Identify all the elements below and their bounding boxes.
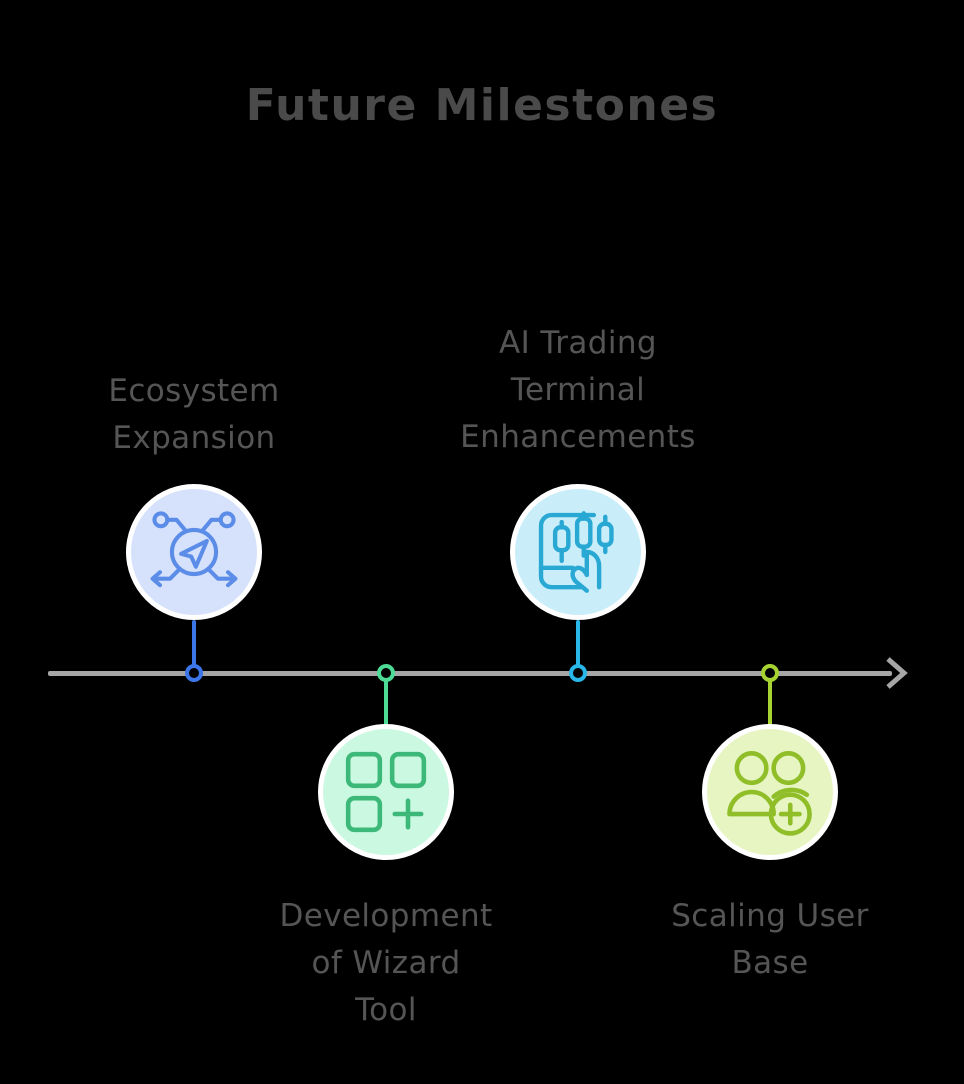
milestone-stem <box>192 620 196 672</box>
milestone-stem <box>384 672 388 730</box>
timeline-axis-line <box>48 671 892 676</box>
milestone-stem <box>768 672 772 730</box>
page-title: Future Milestones <box>245 80 719 131</box>
timeline-arrow-icon <box>886 657 908 689</box>
milestone-node[interactable] <box>185 664 203 682</box>
network-expansion-icon <box>150 511 238 588</box>
add-users-icon <box>727 751 812 836</box>
trading-terminal-icon <box>538 511 614 593</box>
milestone-bubble[interactable] <box>510 484 646 620</box>
milestone-bubble[interactable] <box>126 484 262 620</box>
milestone-node[interactable] <box>761 664 779 682</box>
milestone-node[interactable] <box>377 664 395 682</box>
milestone-bubble[interactable] <box>318 724 454 860</box>
milestone-stem <box>576 620 580 672</box>
milestone-bubble[interactable] <box>702 724 838 860</box>
add-module-grid-icon <box>345 751 427 833</box>
milestone-node[interactable] <box>569 664 587 682</box>
